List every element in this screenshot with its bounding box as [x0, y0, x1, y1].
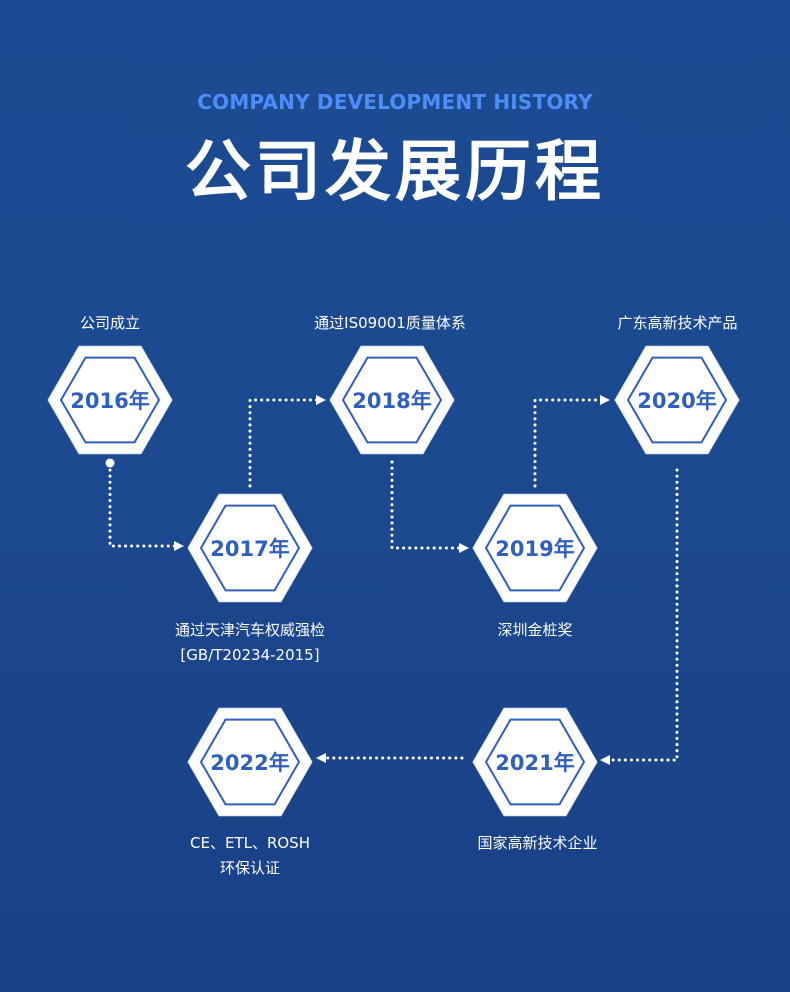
caption-line: 公司成立: [79, 314, 140, 332]
milestone-caption-2018: 通过IS09001质量体系: [280, 311, 500, 336]
milestone-year-label: 2020年: [637, 389, 716, 413]
milestone-year-label: 2019年: [495, 537, 574, 561]
milestone-2019: 2019年: [472, 493, 598, 603]
milestone-year-label: 2021年: [495, 751, 574, 775]
caption-line: 环保认证: [219, 859, 280, 877]
milestone-year-label: 2018年: [352, 389, 431, 413]
milestone-2017: 2017年: [187, 493, 313, 603]
milestone-caption-2017: 通过天津汽车权威强检 [GB/T20234-2015]: [140, 618, 360, 668]
milestone-caption-2022: CE、ETL、ROSH 环保认证: [160, 831, 340, 881]
hexagon-inner-border: [484, 718, 586, 806]
caption-line: [GB/T20234-2015]: [180, 646, 320, 664]
caption-line: 广东高新技术产品: [617, 314, 738, 332]
caption-line: 通过天津汽车权威强检: [174, 621, 325, 639]
milestone-year-label: 2022年: [210, 751, 289, 775]
connector-2020-2021: [600, 468, 679, 765]
milestone-caption-2021: 国家高新技术企业: [450, 831, 625, 856]
hexagon-inner-border: [199, 718, 301, 806]
milestone-2021: 2021年: [472, 707, 598, 817]
page-title: 公司发展历程: [185, 133, 605, 210]
hexagon-inner-border: [484, 504, 586, 592]
caption-line: 国家高新技术企业: [477, 834, 598, 852]
milestone-caption-2020: 广东高新技术产品: [590, 311, 765, 336]
milestone-2020: 2020年: [614, 345, 740, 455]
connector-2019-2020: [533, 395, 610, 488]
milestone-caption-2019: 深圳金桩奖: [460, 618, 610, 643]
hexagon-inner-border: [59, 356, 161, 444]
milestone-2016: 2016年: [47, 345, 173, 455]
hexagon-inner-border: [199, 504, 301, 592]
hexagon-inner-border: [626, 356, 728, 444]
connector-2017-2018: [248, 395, 326, 488]
caption-line: 通过IS09001质量体系: [314, 314, 466, 332]
timeline-start-dot: [105, 458, 115, 468]
milestone-2022: 2022年: [187, 707, 313, 817]
milestone-year-label: 2016年: [70, 389, 149, 413]
page-subtitle: COMPANY DEVELOPMENT HISTORY: [197, 90, 593, 114]
milestone-year-label: 2017年: [210, 537, 289, 561]
caption-line: CE、ETL、ROSH: [190, 834, 310, 852]
hexagon-inner-border: [341, 356, 443, 444]
connector-2018-2019: [390, 460, 469, 553]
caption-line: 深圳金桩奖: [497, 621, 573, 639]
milestone-caption-2016: 公司成立: [60, 311, 160, 336]
milestone-2018: 2018年: [329, 345, 455, 455]
connector-2016-2017: [108, 468, 184, 551]
